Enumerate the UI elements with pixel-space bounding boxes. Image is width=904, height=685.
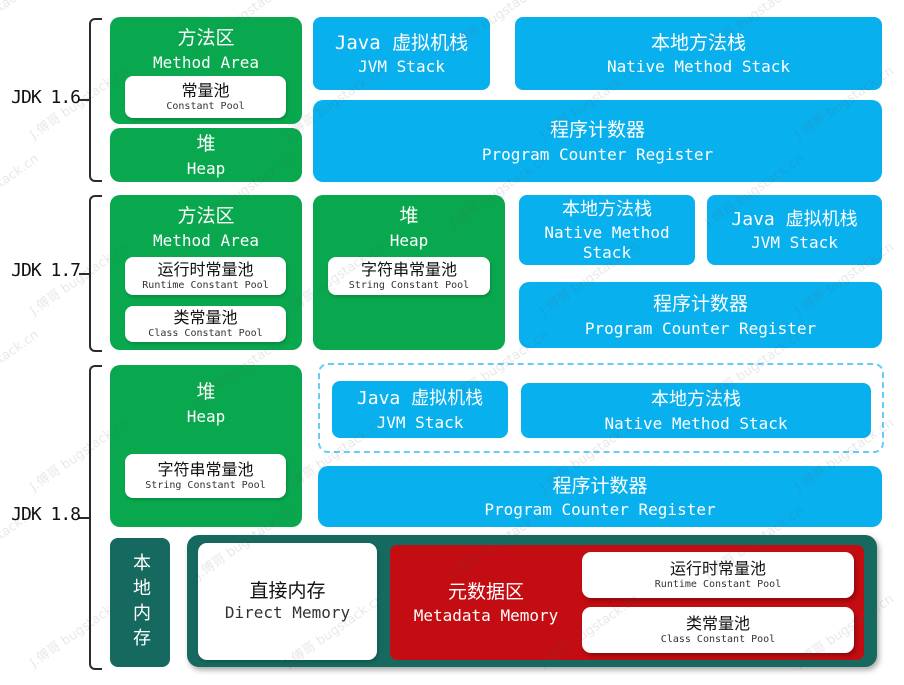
jdk18-native-stack: 本地方法栈 Native Method Stack [521,383,871,438]
jdk17-method-area: 方法区 Method Area 运行时常量池 Runtime Constant … [110,195,302,350]
jvm-stack-en: JVM Stack [358,57,445,77]
jdk18-string-pool: 字符串常量池 String Constant Pool [125,454,286,498]
string-pool-en: String Constant Pool [348,280,470,292]
metadata-zh: 元数据区 [447,580,524,603]
pc-register-en: Program Counter Register [584,318,817,338]
method-area-zh: 方法区 [177,205,235,227]
method-area-en: Method Area [153,52,259,72]
jdk18-jvm-stack: Java 虚拟机栈 JVM Stack [332,381,508,438]
jvm-stack-zh: Java 虚拟机栈 [334,31,469,54]
jdk16-pc-register: 程序计数器 Program Counter Register [313,100,882,182]
jdk16-method-area: 方法区 Method Area 常量池 Constant Pool [110,17,302,124]
direct-memory-zh: 直接内存 [249,579,326,602]
pc-register-zh: 程序计数器 [552,474,648,497]
native-stack-zh: 本地方法栈 [562,198,652,220]
watermark-text: J.傅哥 bugstack.cn [0,151,42,230]
native-stack-en: Native Method Stack [604,413,788,433]
jdk16-native-stack: 本地方法栈 Native Method Stack [515,17,882,90]
metadata-en: Metadata Memory [413,606,559,626]
jdk18-bracket [79,365,102,670]
native-stack-zh: 本地方法栈 [651,389,741,411]
jdk17-native-stack: 本地方法栈 Native Method Stack [519,195,695,265]
jdk16-jvm-stack: Java 虚拟机栈 JVM Stack [313,17,490,90]
string-pool-zh: 字符串常量池 [157,459,254,479]
runtime-pool-en: Runtime Constant Pool [142,280,269,292]
heap-zh: 堆 [196,381,216,403]
jdk18-heap: 堆 Heap 字符串常量池 String Constant Pool [110,365,302,527]
string-pool-zh: 字符串常量池 [360,259,457,279]
method-area-en: Method Area [153,230,259,250]
heap-zh: 堆 [196,133,216,156]
pc-register-en: Program Counter Register [484,500,716,520]
jdk17-heap: 堆 Heap 字符串常量池 String Constant Pool [313,195,505,350]
jdk18-native-memory-container: 直接内存 Direct Memory 元数据区 Metadata Memory … [187,535,877,667]
class-pool-en: Class Constant Pool [148,328,263,340]
runtime-pool-en: Runtime Constant Pool [654,578,782,590]
class-pool-zh: 类常量池 [173,307,238,327]
watermark-text: J.傅哥 bugstack.cn [0,0,42,55]
direct-memory-en: Direct Memory [224,602,351,622]
jdk18-native-memory-label: 本地内存 [110,538,170,667]
jdk17-runtime-pool: 运行时常量池 Runtime Constant Pool [125,257,286,295]
jdk17-jvm-stack: Java 虚拟机栈 JVM Stack [707,195,882,265]
jdk17-class-pool: 类常量池 Class Constant Pool [125,306,286,342]
heap-en: Heap [389,230,429,250]
jvm-stack-zh: Java 虚拟机栈 [731,208,858,230]
native-memory-zh: 本地内存 [130,552,151,653]
jdk16-bracket [79,18,102,182]
jdk18-direct-memory: 直接内存 Direct Memory [198,543,377,660]
jdk18-metadata-area: 元数据区 Metadata Memory 运行时常量池 Runtime Cons… [390,545,864,660]
heap-en: Heap [186,158,226,178]
jdk16-constant-pool: 常量池 Constant Pool [125,76,286,118]
jdk18-thread-stacks-group: Java 虚拟机栈 JVM Stack 本地方法栈 Native Method … [318,363,884,453]
jdk18-label: JDK 1.8 [11,504,81,525]
string-pool-en: String Constant Pool [145,480,266,492]
native-stack-en: Native Method Stack [606,57,791,77]
jdk18-runtime-pool: 运行时常量池 Runtime Constant Pool [582,552,854,598]
jvm-stack-zh: Java 虚拟机栈 [356,388,484,410]
constant-pool-en: Constant Pool [166,101,245,113]
pc-register-en: Program Counter Register [481,144,714,164]
jdk17-string-pool: 字符串常量池 String Constant Pool [328,257,490,295]
heap-zh: 堆 [399,205,419,227]
class-pool-zh: 类常量池 [685,613,750,633]
runtime-pool-zh: 运行时常量池 [669,558,766,578]
jdk18-class-pool: 类常量池 Class Constant Pool [582,606,854,653]
jdk18-pc-register: 程序计数器 Program Counter Register [318,466,882,527]
class-pool-en: Class Constant Pool [660,633,776,645]
method-area-zh: 方法区 [177,27,235,49]
jvm-stack-en: JVM Stack [751,233,838,253]
native-stack-zh: 本地方法栈 [650,31,746,54]
pc-register-zh: 程序计数器 [652,293,748,316]
native-stack-en: Native Method Stack [544,223,670,263]
jvm-stack-en: JVM Stack [376,412,464,432]
jdk17-label: JDK 1.7 [11,260,81,281]
pc-register-zh: 程序计数器 [549,119,645,142]
jdk17-pc-register: 程序计数器 Program Counter Register [519,282,882,348]
jdk16-heap: 堆 Heap [110,128,302,182]
constant-pool-zh: 常量池 [181,80,230,100]
jdk16-label: JDK 1.6 [11,87,81,108]
jdk17-bracket [79,195,102,352]
watermark-text: J.傅哥 bugstack.cn [0,327,42,406]
runtime-pool-zh: 运行时常量池 [157,259,254,279]
heap-en: Heap [186,406,226,426]
